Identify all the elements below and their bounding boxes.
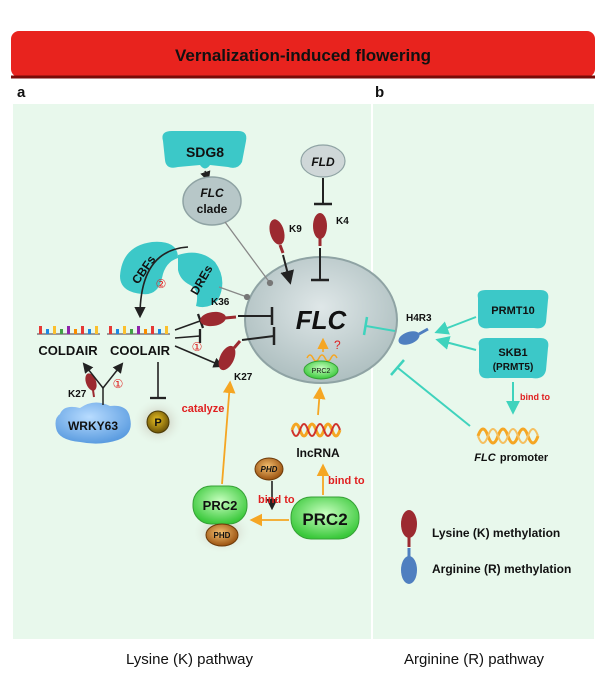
panel-b-letter: b bbox=[375, 84, 385, 101]
banner-title: Vernalization-induced flowering bbox=[175, 46, 431, 65]
flc-clade-node bbox=[182, 176, 242, 226]
nucleotide-tick bbox=[144, 329, 147, 334]
p-marker-node bbox=[146, 410, 170, 434]
bind-to-skb1-label: bind to bbox=[520, 392, 550, 402]
legend-arginine-label: Arginine (R) methylation bbox=[432, 562, 571, 576]
banner bbox=[11, 31, 595, 77]
nucleotide-tick bbox=[137, 326, 140, 334]
k9-label: K9 bbox=[289, 224, 302, 235]
step1-bottom-label: ① bbox=[113, 377, 124, 391]
k27-label: K27 bbox=[234, 372, 253, 383]
coldair-label: COLDAIR bbox=[38, 343, 98, 358]
prc2-nucleus-node bbox=[303, 360, 339, 380]
skb1-label-line2: (PRMT5) bbox=[493, 362, 534, 373]
k36-label: K36 bbox=[211, 297, 230, 308]
flc-clade-label: clade bbox=[197, 202, 228, 216]
skb1-node bbox=[478, 338, 549, 379]
dres-node bbox=[178, 252, 223, 308]
k27-lysine-mark bbox=[218, 340, 242, 371]
nucleotide-tick bbox=[67, 326, 70, 334]
nucleotide-tick bbox=[123, 326, 126, 334]
panel-b-caption: Arginine (R) pathway bbox=[404, 651, 545, 668]
catalyze-label: catalyze bbox=[182, 403, 225, 415]
k9-lysine-mark bbox=[269, 219, 285, 254]
step2-label: ② bbox=[156, 277, 167, 291]
question-label: ? bbox=[334, 338, 341, 352]
k27-wrky-label: K27 bbox=[68, 389, 87, 400]
nucleotide-tick bbox=[46, 329, 49, 334]
coolair-label: COOLAIR bbox=[110, 343, 171, 358]
nucleotide-tick bbox=[116, 329, 119, 334]
nucleus-wave bbox=[306, 354, 338, 362]
nucleotide-tick bbox=[158, 329, 161, 334]
step2-arrow bbox=[134, 246, 189, 319]
legend-lysine-label: Lysine (K) methylation bbox=[432, 526, 560, 540]
lncrna-label: lncRNA bbox=[296, 446, 340, 460]
prmt10-label: PRMT10 bbox=[491, 305, 534, 317]
k4-label: K4 bbox=[336, 216, 349, 227]
nucleotide-tick bbox=[53, 326, 56, 334]
prc2-right-label: PRC2 bbox=[302, 510, 347, 529]
flc-promoter-label-italic: FLC bbox=[474, 452, 496, 464]
k4-lysine-mark bbox=[313, 213, 327, 246]
nucleotide-tick bbox=[165, 326, 168, 334]
nucleotide-tick bbox=[60, 329, 63, 334]
panel-a-letter: a bbox=[17, 84, 26, 101]
prc2-right-node bbox=[290, 496, 360, 540]
phd-top-label: PHD bbox=[261, 465, 278, 474]
phd-bottom-node bbox=[205, 523, 239, 547]
flc-clade-label-italic: FLC bbox=[200, 186, 224, 200]
prc2-nucleus-label: PRC2 bbox=[312, 368, 331, 375]
nucleotide-tick bbox=[39, 326, 42, 334]
p-marker-label: P bbox=[154, 417, 161, 429]
step1-top-label: ① bbox=[192, 340, 203, 354]
k36-lysine-mark bbox=[200, 311, 237, 327]
fld-label: FLD bbox=[311, 155, 335, 169]
wrky63-label: WRKY63 bbox=[68, 419, 118, 433]
bind-to-left-label: bind to bbox=[258, 494, 295, 506]
sdg8-node bbox=[162, 131, 247, 169]
coldair-gene bbox=[37, 326, 100, 335]
wrky63-node bbox=[55, 402, 131, 444]
nucleotide-tick bbox=[151, 326, 154, 334]
coolair-gene bbox=[107, 326, 170, 335]
bind-to-right-label: bind to bbox=[328, 475, 365, 487]
legend-arginine-icon bbox=[401, 548, 417, 584]
nucleotide-tick bbox=[95, 326, 98, 334]
nucleotide-tick bbox=[81, 326, 84, 334]
prc2-left-label: PRC2 bbox=[203, 498, 238, 513]
flc-promoter-label: promoter bbox=[500, 452, 549, 464]
sdg8-label: SDG8 bbox=[186, 144, 224, 160]
h4r3-label: H4R3 bbox=[406, 313, 432, 324]
phd-top-node bbox=[254, 457, 284, 481]
legend-lysine-icon bbox=[401, 510, 417, 547]
phd-bottom-label: PHD bbox=[214, 531, 231, 540]
nucleotide-tick bbox=[109, 326, 112, 334]
prmt10-node bbox=[477, 290, 549, 329]
skb1-label-line1: SKB1 bbox=[498, 347, 527, 359]
panel-a-caption: Lysine (K) pathway bbox=[126, 651, 254, 668]
fld-node bbox=[300, 144, 346, 178]
k27-wrky-lysine-mark bbox=[85, 373, 97, 398]
h4r3-arginine-mark bbox=[398, 327, 429, 345]
nucleotide-tick bbox=[74, 329, 77, 334]
nucleotide-tick bbox=[130, 329, 133, 334]
flc-label: FLC bbox=[296, 305, 348, 335]
nucleotide-tick bbox=[88, 329, 91, 334]
